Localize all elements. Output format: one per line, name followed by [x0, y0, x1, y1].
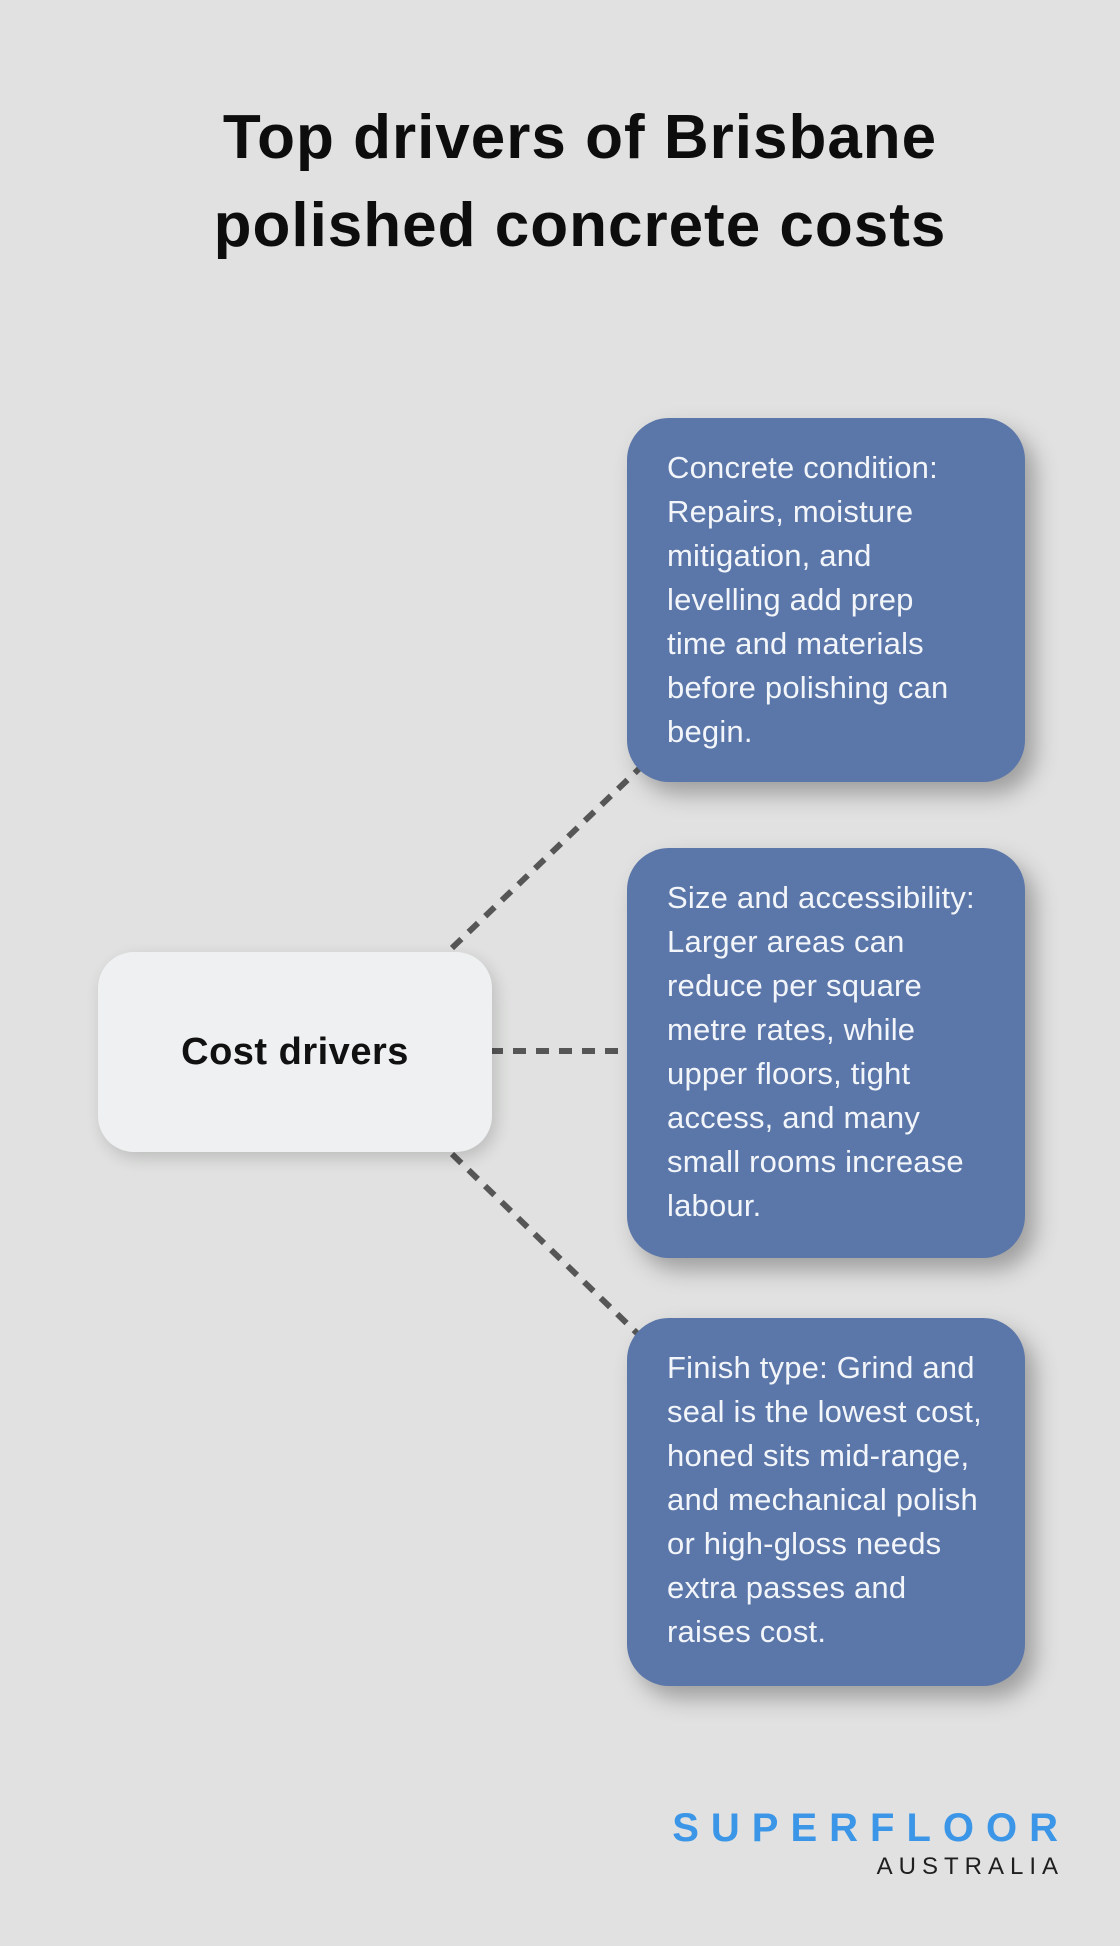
connector-bottom [449, 1151, 645, 1341]
page-title-line-2: polished concrete costs [213, 191, 947, 260]
card-concrete-condition-text: Concrete condition: Repairs, moisture mi… [667, 450, 949, 749]
page-title: Top drivers of Brisbane polished concret… [0, 94, 1120, 270]
card-finish-type: Finish type: Grind and seal is the lowes… [627, 1318, 1025, 1686]
brand-logo-region: AUSTRALIA [876, 1853, 1064, 1880]
page-title-line-1: Top drivers of Brisbane [222, 103, 938, 172]
card-size-accessibility-text: Size and accessibility: Larger areas can… [667, 880, 975, 1223]
card-finish-type-text: Finish type: Grind and seal is the lowes… [667, 1350, 982, 1649]
connector-top [449, 763, 645, 951]
card-size-accessibility: Size and accessibility: Larger areas can… [627, 848, 1025, 1258]
brand-logo-wordmark: SUPERFLOOR [672, 1806, 1070, 1850]
center-node: Cost drivers [98, 952, 492, 1152]
center-node-label: Cost drivers [181, 1030, 409, 1073]
card-concrete-condition: Concrete condition: Repairs, moisture mi… [627, 418, 1025, 782]
brand-logo: SUPERFLOOR AUSTRALIA [672, 1806, 1058, 1881]
